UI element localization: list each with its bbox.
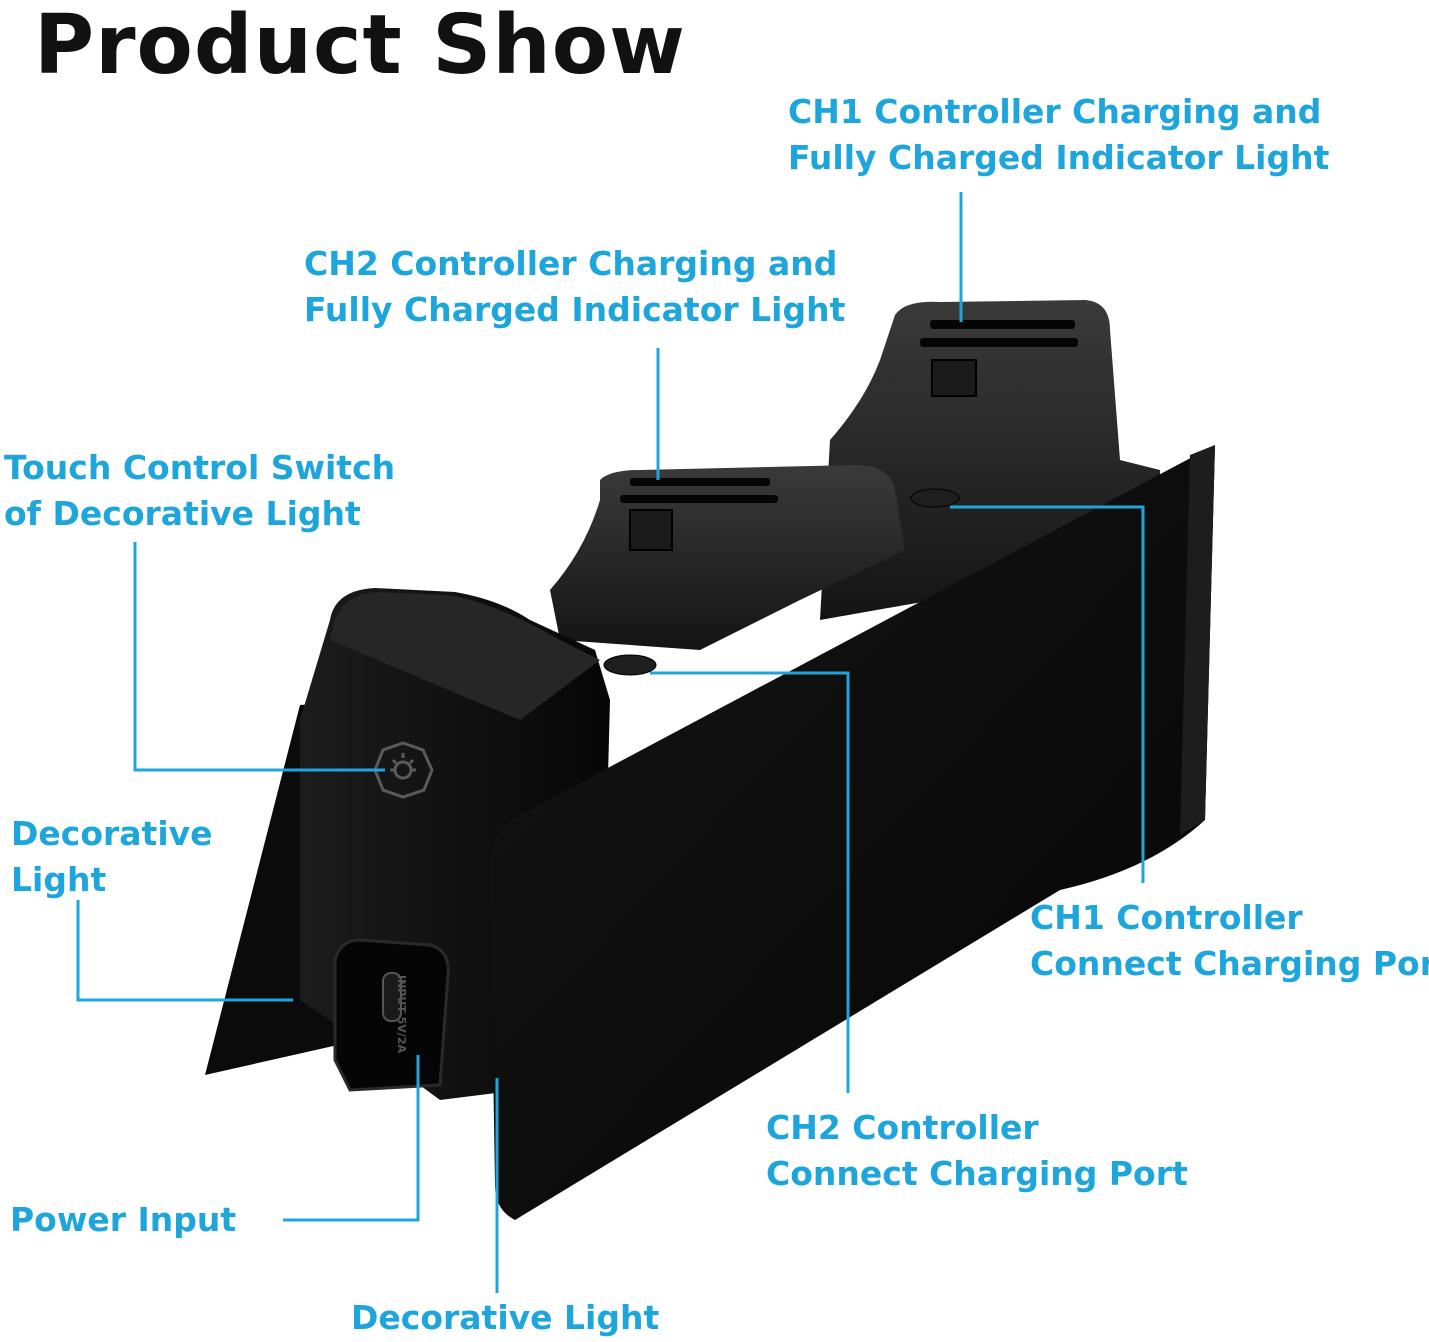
label-ch1-indicator: CH1 Controller Charging and Fully Charge… (788, 92, 1330, 177)
port-marking-input: INPUT (395, 975, 408, 1013)
front-block-top (330, 592, 600, 720)
ch1-connector (910, 488, 960, 508)
label-decorative-light-bottom: Decorative Light (351, 1298, 660, 1337)
page-title: Product Show (34, 0, 686, 93)
touch-switch-icon (373, 741, 434, 799)
ch2-connector (603, 654, 657, 676)
usb-c-port (382, 972, 402, 1022)
port-marking-voltage: 5V/2A (395, 1016, 408, 1053)
label-ch2-indicator: CH2 Controller Charging and Fully Charge… (304, 244, 846, 329)
ch1-indicator-slot (930, 320, 1075, 329)
label-power-input: Power Input (10, 1200, 237, 1239)
port-marking: INPUT 5V/2A (394, 975, 408, 1053)
ch1-indicator-slot-2 (920, 338, 1078, 347)
label-decorative-light-left: Decorative Light (11, 814, 213, 899)
ch2-indicator-slot-2 (620, 495, 778, 503)
callout-lines (76, 192, 1145, 1293)
label-ch2-port: CH2 Controller Connect Charging Port (766, 1108, 1188, 1193)
label-ch1-port: CH1 Controller Connect Charging Port (1030, 898, 1429, 983)
ch1-clip (931, 359, 977, 397)
front-panel (490, 445, 1215, 1220)
ch2-indicator-slot (630, 478, 770, 486)
label-touch-switch: Touch Control Switch of Decorative Light (4, 448, 396, 533)
front-panel-edge (1180, 445, 1215, 835)
ch2-cradle (550, 465, 905, 650)
ch2-clip (629, 509, 673, 551)
